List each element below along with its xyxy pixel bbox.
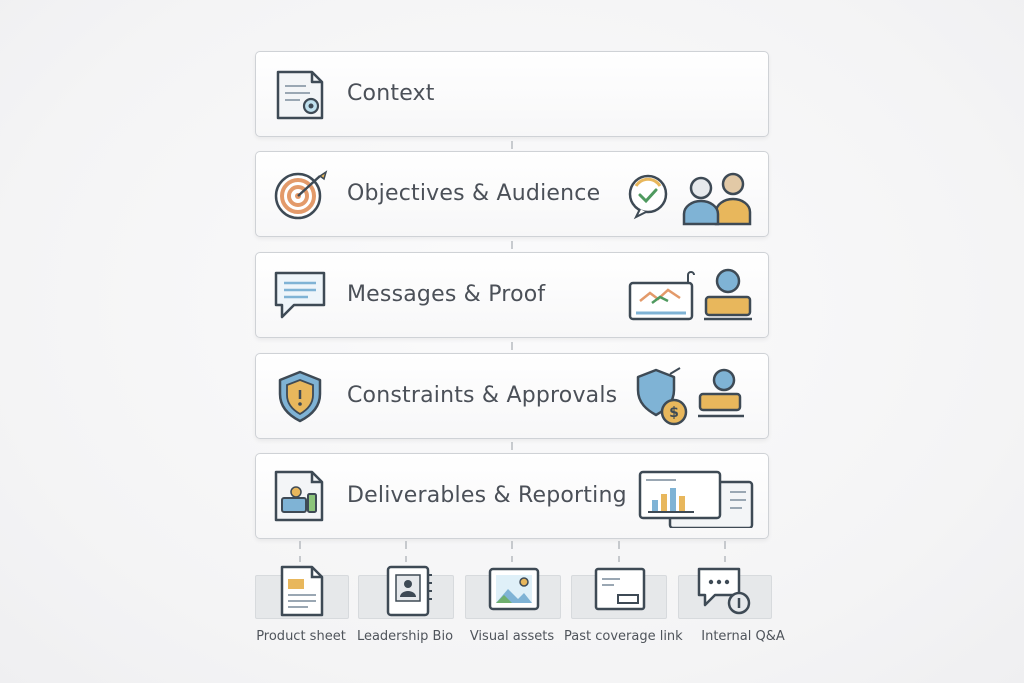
dashboard-icon xyxy=(638,470,754,528)
report-document-icon xyxy=(274,470,324,522)
connector xyxy=(511,442,513,450)
attachment-label: Leadership Bio xyxy=(356,629,454,644)
connector xyxy=(405,541,407,549)
connector xyxy=(724,556,726,562)
connector xyxy=(511,541,513,549)
connector xyxy=(618,556,620,562)
section-card-deliverables-reporting[interactable]: Deliverables & Reporting xyxy=(255,453,769,539)
connector xyxy=(511,141,513,149)
target-icon xyxy=(274,170,328,220)
product-sheet-icon[interactable] xyxy=(274,565,330,617)
connector xyxy=(299,541,301,549)
section-card-objectives-audience[interactable]: Objectives & Audience xyxy=(255,151,769,237)
attachment-label: Product sheet xyxy=(256,629,346,644)
bio-icon[interactable] xyxy=(380,565,436,617)
section-label: Objectives & Audience xyxy=(347,181,601,206)
attachment-label: Internal Q&A xyxy=(701,629,785,644)
connector xyxy=(618,541,620,549)
document-settings-icon xyxy=(276,70,324,120)
chat-bubble-icon xyxy=(274,271,326,319)
presentation-icon xyxy=(628,268,752,321)
section-card-context[interactable]: Context xyxy=(255,51,769,137)
section-label: Messages & Proof xyxy=(347,282,546,307)
attachment-label: Visual assets xyxy=(469,629,555,644)
attachment-label: Past coverage link xyxy=(564,629,683,644)
section-label: Context xyxy=(347,81,435,106)
section-label: Deliverables & Reporting xyxy=(347,483,627,508)
connector xyxy=(405,556,407,562)
qa-chat-icon[interactable] xyxy=(695,565,751,617)
section-card-messages-proof[interactable]: Messages & Proof xyxy=(255,252,769,338)
connector xyxy=(511,342,513,350)
connector xyxy=(511,556,513,562)
image-icon[interactable] xyxy=(486,565,542,617)
shield-icon xyxy=(278,370,322,423)
connector xyxy=(511,241,513,249)
svg-text:$: $ xyxy=(669,405,679,421)
connector xyxy=(299,556,301,562)
section-label: Constraints & Approvals xyxy=(347,383,618,408)
audience-icon xyxy=(628,172,752,226)
coverage-link-icon[interactable] xyxy=(592,565,648,617)
approval-icon: $ xyxy=(636,367,744,426)
section-card-constraints-approvals[interactable]: Constraints & Approvals $ xyxy=(255,353,769,439)
connector xyxy=(724,541,726,549)
